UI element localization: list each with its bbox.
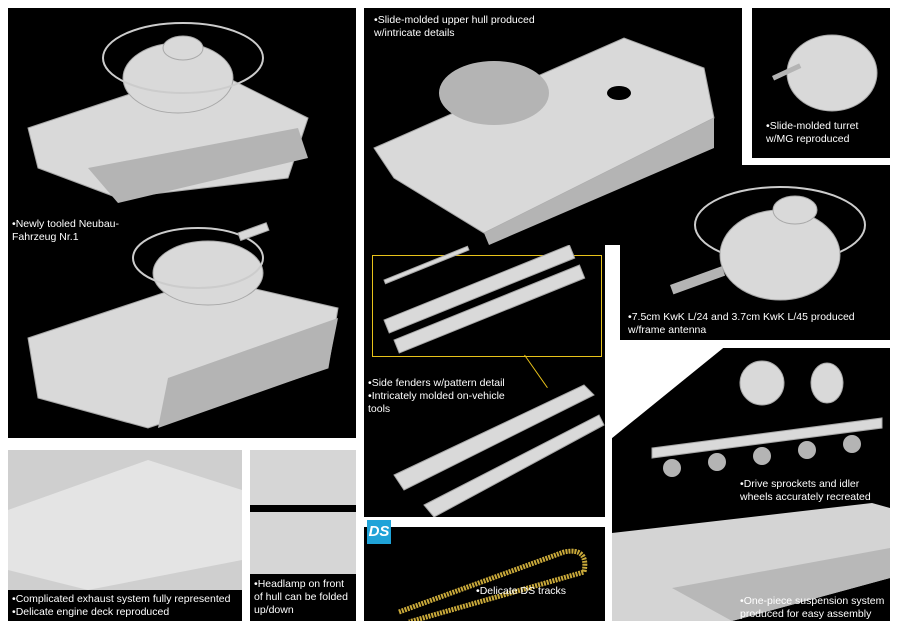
caption-line: Headlamp on front — [254, 578, 348, 591]
caption-line: wheels accurately recreated — [740, 491, 871, 503]
caption-line: produced for easy assembly — [740, 608, 872, 620]
caption-line: Slide-molded upper hull produced — [374, 14, 535, 27]
tracks-render — [398, 548, 588, 621]
turret-mg-render — [772, 34, 878, 112]
caption-line: Intricately molded on-vehicle — [368, 390, 505, 403]
engine-deck-panel: Complicated exhaust system fully represe… — [8, 450, 242, 621]
caption-line: Slide-molded turret — [766, 120, 859, 133]
caption-line: w/MG reproduced — [766, 133, 850, 145]
headlamp-down-render — [250, 512, 356, 574]
caption-headlamp: Headlamp on front of hull can be folded … — [254, 578, 348, 617]
headlamp-up-render — [250, 450, 356, 505]
caption-fenders: Side fenders w/pattern detail Intricatel… — [368, 377, 505, 416]
caption-line: tools — [368, 403, 391, 415]
fenders-panel: Side fenders w/pattern detail Intricatel… — [364, 245, 605, 517]
vehicle-panel: Newly tooled Neubau- Fahrzeug Nr.1 — [8, 8, 356, 438]
headlamp-panel: Headlamp on front of hull can be folded … — [250, 450, 356, 621]
caption-line: w/intricate details — [374, 27, 455, 39]
ds-logo: DS — [367, 520, 391, 544]
caption-suspension: One-piece suspension system produced for… — [740, 595, 884, 621]
caption-line: Complicated exhaust system fully represe… — [12, 593, 238, 606]
vehicle-render-top — [27, 22, 339, 429]
caption-turret-mg: Slide-molded turret w/MG reproduced — [766, 120, 858, 146]
suspension-panel: Drive sprockets and idler wheels accurat… — [612, 348, 890, 621]
caption-sprockets: Drive sprockets and idler wheels accurat… — [740, 478, 871, 504]
caption-line: w/frame antenna — [628, 324, 707, 336]
caption-line: Delicate DS tracks — [476, 585, 566, 598]
caption-upper-hull: Slide-molded upper hull produced w/intri… — [374, 14, 535, 40]
caption-line: One-piece suspension system — [740, 595, 885, 608]
caption-exhaust: Complicated exhaust system fully represe… — [8, 590, 242, 621]
caption-line: Drive sprockets and idler — [740, 478, 871, 491]
caption-line: up/down — [254, 604, 294, 616]
tools-highlight-box — [372, 255, 602, 357]
upper-hull-panel: Slide-molded upper hull produced w/intri… — [364, 8, 742, 245]
main-turret-render — [670, 186, 866, 301]
upper-hull-render — [373, 37, 715, 245]
caption-main-vehicle: Newly tooled Neubau- Fahrzeug Nr.1 — [12, 218, 119, 244]
caption-line: of hull can be folded — [254, 591, 348, 603]
caption-line: Side fenders w/pattern detail — [368, 377, 505, 390]
caption-main-turret: 7.5cm KwK L/24 and 3.7cm KwK L/45 produc… — [628, 311, 855, 337]
caption-tracks: Delicate DS tracks — [476, 585, 566, 598]
tracks-panel: Delicate DS tracks — [364, 527, 605, 621]
caption-line: 7.5cm KwK L/24 and 3.7cm KwK L/45 produc… — [628, 311, 855, 324]
caption-line: Fahrzeug Nr.1 — [12, 231, 79, 243]
caption-line: Delicate engine deck reproduced — [12, 606, 238, 619]
fenders-render — [383, 245, 605, 517]
sprockets-render — [612, 360, 890, 621]
turret-mg-panel: Slide-molded turret w/MG reproduced — [752, 8, 890, 158]
caption-line: Newly tooled Neubau- — [12, 218, 119, 231]
